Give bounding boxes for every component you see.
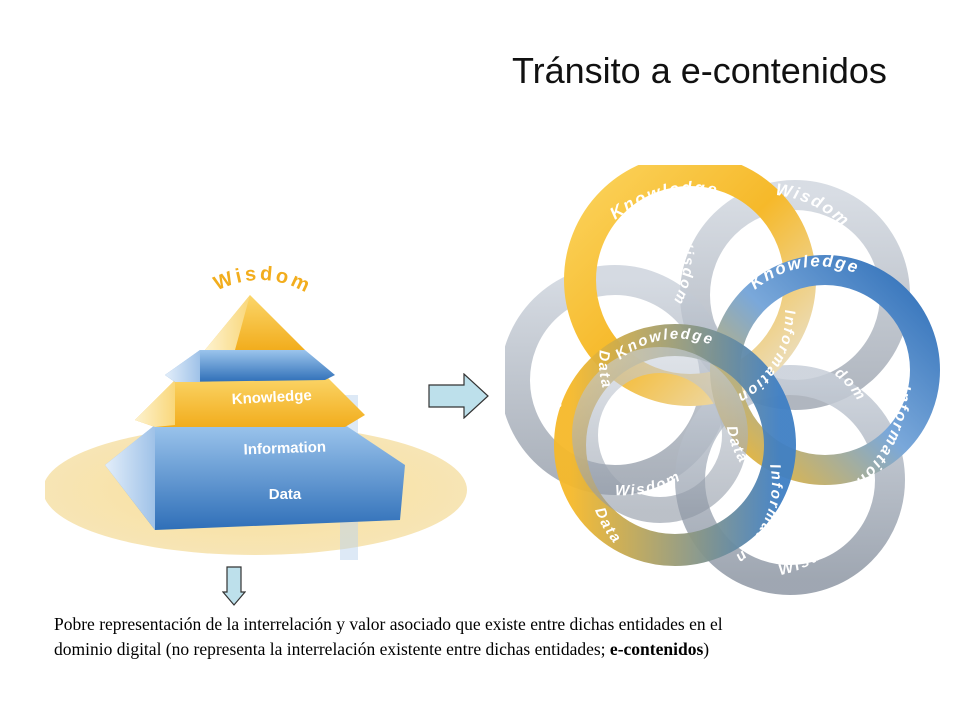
arrow-right-icon	[428, 373, 489, 419]
caption-line-1: Pobre representación de la interrelación…	[54, 614, 723, 634]
caption-line-2-end: )	[703, 639, 710, 659]
rings-diagram: Knowledge Wisdom Wisdom Knowledge Wisdom…	[505, 165, 940, 595]
pyramid-label-data: Data	[269, 486, 302, 503]
caption-line-2-bold: e-contenidos	[609, 639, 704, 659]
pyramid-label-information: Information	[243, 439, 326, 459]
caption: Pobre representación de la interrelación…	[54, 612, 774, 662]
pyramid-label-wisdom: Wisdom	[211, 263, 316, 298]
ring-label-wisdom-3: Wisdom	[541, 336, 567, 411]
pyramid-label-knowledge: Knowledge	[231, 387, 312, 408]
ring-label-data-1: Data	[595, 350, 616, 391]
pyramid-diagram: Wisdom Knowledge Information Data	[45, 263, 467, 560]
slide-title: Tránsito a e-contenidos	[512, 50, 887, 91]
caption-line-2: dominio digital (no representa la interr…	[54, 637, 774, 662]
caption-line-2-start: dominio digital (no representa la interr…	[54, 639, 610, 659]
arrow-down-icon	[222, 566, 246, 606]
